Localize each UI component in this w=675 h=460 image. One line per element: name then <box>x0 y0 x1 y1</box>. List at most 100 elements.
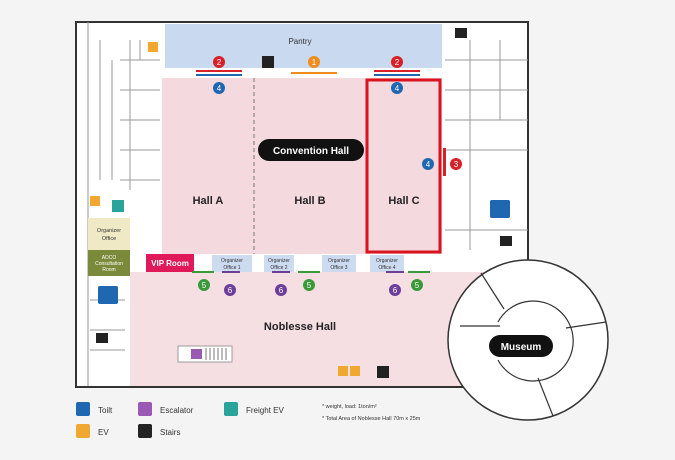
marker-green-5-b: 5 <box>303 279 315 291</box>
organizer-office-left-l2: Office <box>102 236 116 242</box>
marker-red-2-right: 2 <box>391 56 403 68</box>
bar-red-side <box>443 148 446 176</box>
legend-note-area: * Total Area of Noblesse Hall 70m x 25m <box>322 416 421 422</box>
bar-green-3 <box>408 271 430 273</box>
marker-purple-6-a: 6 <box>224 284 236 296</box>
organizer-office-3[interactable]: Organizer Office 3 <box>322 255 356 272</box>
svg-text:6: 6 <box>228 286 233 295</box>
stairs-icon-bottom <box>377 366 389 378</box>
stairs-icon-left <box>96 333 108 343</box>
organizer-office-4[interactable]: Organizer Office 4 <box>370 255 404 272</box>
svg-text:Organizer: Organizer <box>221 258 243 264</box>
svg-text:6: 6 <box>393 286 398 295</box>
bar-blue-right <box>374 74 420 76</box>
organizer-office-2[interactable]: Organizer Office 2 <box>264 255 294 272</box>
marker-blue-4-side: 4 <box>422 158 434 170</box>
bar-blue-left <box>196 74 242 76</box>
adco-room-l3: Room <box>102 267 115 273</box>
stairs-icon <box>138 424 152 438</box>
stairs-icon-top <box>262 56 274 68</box>
svg-text:5: 5 <box>202 281 207 290</box>
svg-text:Office 4: Office 4 <box>378 265 395 271</box>
organizer-office-1[interactable]: Organizer Office 1 <box>212 255 252 272</box>
svg-text:Organizer: Organizer <box>376 258 398 264</box>
hall-b-label: Hall B <box>294 195 325 207</box>
svg-text:2: 2 <box>217 58 222 67</box>
legend-stairs-label: Stairs <box>160 428 180 437</box>
wall-lines <box>87 22 528 386</box>
legend-ev-label: EV <box>98 428 109 437</box>
bar-red-left <box>196 70 242 72</box>
hall-c-label: Hall C <box>388 195 419 207</box>
organizer-office-left-l1: Organizer <box>97 228 121 234</box>
bar-red-right <box>374 70 420 72</box>
svg-text:3: 3 <box>454 160 459 169</box>
svg-text:1: 1 <box>312 58 317 67</box>
legend-note-weight: * weight, load: 1ton/m² <box>322 404 377 410</box>
museum-divider-lines <box>460 272 607 417</box>
bar-purple-2 <box>272 271 290 273</box>
freight-ev-icon-left <box>112 200 124 212</box>
ev-icon-bottom-1 <box>338 366 348 376</box>
bar-purple-1 <box>222 271 240 273</box>
bar-green-1 <box>192 271 214 273</box>
organizer-office-left <box>88 218 130 250</box>
vip-room-label: VIP Room <box>151 259 189 268</box>
legend: Toilt EV Escalator Stairs Freight EV * w… <box>76 402 421 438</box>
bar-green-2 <box>298 271 320 273</box>
stairs-icon-top-right <box>455 28 467 38</box>
svg-text:Office 2: Office 2 <box>270 265 287 271</box>
ev-icon <box>76 424 90 438</box>
adco-room <box>88 250 130 276</box>
legend-freight-ev-label: Freight EV <box>246 406 284 415</box>
svg-text:6: 6 <box>279 286 284 295</box>
svg-text:5: 5 <box>415 281 420 290</box>
svg-text:Organizer: Organizer <box>268 258 290 264</box>
svg-text:4: 4 <box>426 160 431 169</box>
ev-icon-left <box>90 196 100 206</box>
marker-purple-6-c: 6 <box>389 284 401 296</box>
bar-orange <box>291 72 337 74</box>
adco-room-l2: Consultation <box>95 261 123 267</box>
ev-icon-top <box>148 42 158 52</box>
noblesse-hall-label: Noblesse Hall <box>264 321 336 333</box>
svg-text:Office 1: Office 1 <box>223 265 240 271</box>
escalator-icon-map <box>191 349 202 359</box>
marker-red-3-side: 3 <box>450 158 462 170</box>
museum-inner-arc <box>497 300 574 382</box>
escalator-block <box>177 345 233 363</box>
toilet-icon-left <box>98 286 118 304</box>
escalator-steps <box>205 348 227 360</box>
adco-room-l1: ADCO <box>102 255 117 261</box>
marker-blue-4-left: 4 <box>213 82 225 94</box>
hall-a-label: Hall A <box>193 195 224 207</box>
escalator-icon <box>138 402 152 416</box>
museum-pill[interactable] <box>489 335 553 357</box>
svg-text:4: 4 <box>217 84 222 93</box>
convention-hall-label: Convention Hall <box>273 146 349 157</box>
marker-purple-6-b: 6 <box>275 284 287 296</box>
bar-purple-3 <box>386 271 404 273</box>
museum-label: Museum <box>501 342 542 353</box>
convention-hall-pill <box>258 139 364 161</box>
hall-b-area <box>254 78 366 254</box>
hall-a-area <box>162 78 254 254</box>
pantry-label: Pantry <box>288 37 311 46</box>
hall-c-highlight[interactable] <box>365 78 442 254</box>
svg-text:4: 4 <box>395 84 400 93</box>
svg-text:5: 5 <box>307 281 312 290</box>
toilet-icon <box>76 402 90 416</box>
ev-icon-bottom-2 <box>350 366 360 376</box>
marker-green-5-a: 5 <box>198 279 210 291</box>
svg-text:Office 3: Office 3 <box>330 265 347 271</box>
marker-green-5-c: 5 <box>411 279 423 291</box>
marker-blue-4-right: 4 <box>391 82 403 94</box>
freight-ev-icon <box>224 402 238 416</box>
stairs-icon-right <box>500 236 512 246</box>
svg-text:Organizer: Organizer <box>328 258 350 264</box>
toilet-icon-right <box>490 200 510 218</box>
svg-text:2: 2 <box>395 58 400 67</box>
legend-toilet-label: Toilt <box>98 406 113 415</box>
vip-room[interactable] <box>146 254 194 272</box>
